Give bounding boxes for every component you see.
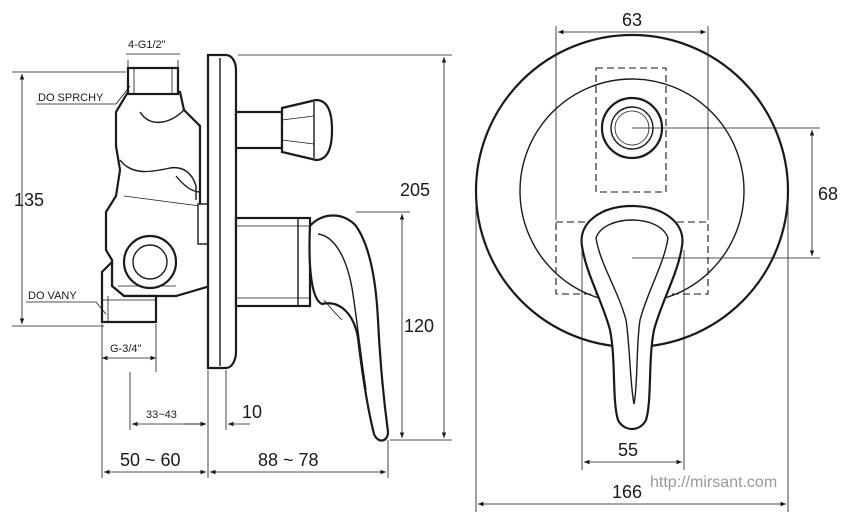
dim-120-label: 120: [404, 316, 434, 336]
dim-63: 63: [555, 10, 709, 220]
dim-205-label: 205: [400, 180, 430, 200]
dim-166: 166: [475, 191, 789, 512]
dim-50-60-label: 50 ~ 60: [120, 450, 181, 470]
lever-front: [580, 204, 684, 431]
lever-handle: [308, 214, 390, 442]
inlet-port: [122, 234, 178, 290]
bath-outlet-connector: [100, 259, 158, 324]
dim-135-label: 135: [14, 190, 44, 210]
dim-120: 120: [356, 211, 434, 438]
dim-33-43-label: 33~43: [146, 409, 177, 421]
front-view: 63 68 55 166: [474, 10, 838, 512]
dim-205: 205: [238, 54, 452, 441]
dim-g34: G-3/4": [101, 324, 157, 478]
dim-bottom: 50 ~ 60 88 ~ 78: [104, 440, 389, 478]
dim-68: 68: [809, 130, 838, 256]
wall-cover-plate: [206, 53, 238, 370]
handle-cylinder: [234, 216, 312, 308]
dim-135: 135: [12, 71, 126, 327]
thread-top-label: 4-G1/2": [128, 39, 166, 51]
dim-55-label: 55: [618, 440, 638, 460]
dim-63-label: 63: [622, 10, 642, 30]
dim-10-label: 10: [242, 402, 262, 422]
dim-88-78-label: 88 ~ 78: [258, 450, 319, 470]
dim-55: 55: [581, 250, 685, 470]
dim-33-43-and-10: 33~43 10: [129, 370, 262, 478]
thread-bottom-label: G-3/4": [110, 343, 142, 355]
dim-166-label: 166: [612, 482, 642, 502]
diverter-knob: [234, 98, 334, 162]
watermark: http://mirsant.com: [650, 474, 777, 491]
bath-outlet-label: DO VANY: [28, 290, 77, 302]
side-view: 135 4-G1/2" DO SPRCHY DO VANY G-3/4": [12, 39, 452, 478]
top-thread-connector: [126, 66, 180, 96]
label-leaders: [26, 53, 180, 315]
shower-outlet-label: DO SPRCHY: [38, 92, 104, 104]
dim-68-label: 68: [818, 184, 838, 204]
